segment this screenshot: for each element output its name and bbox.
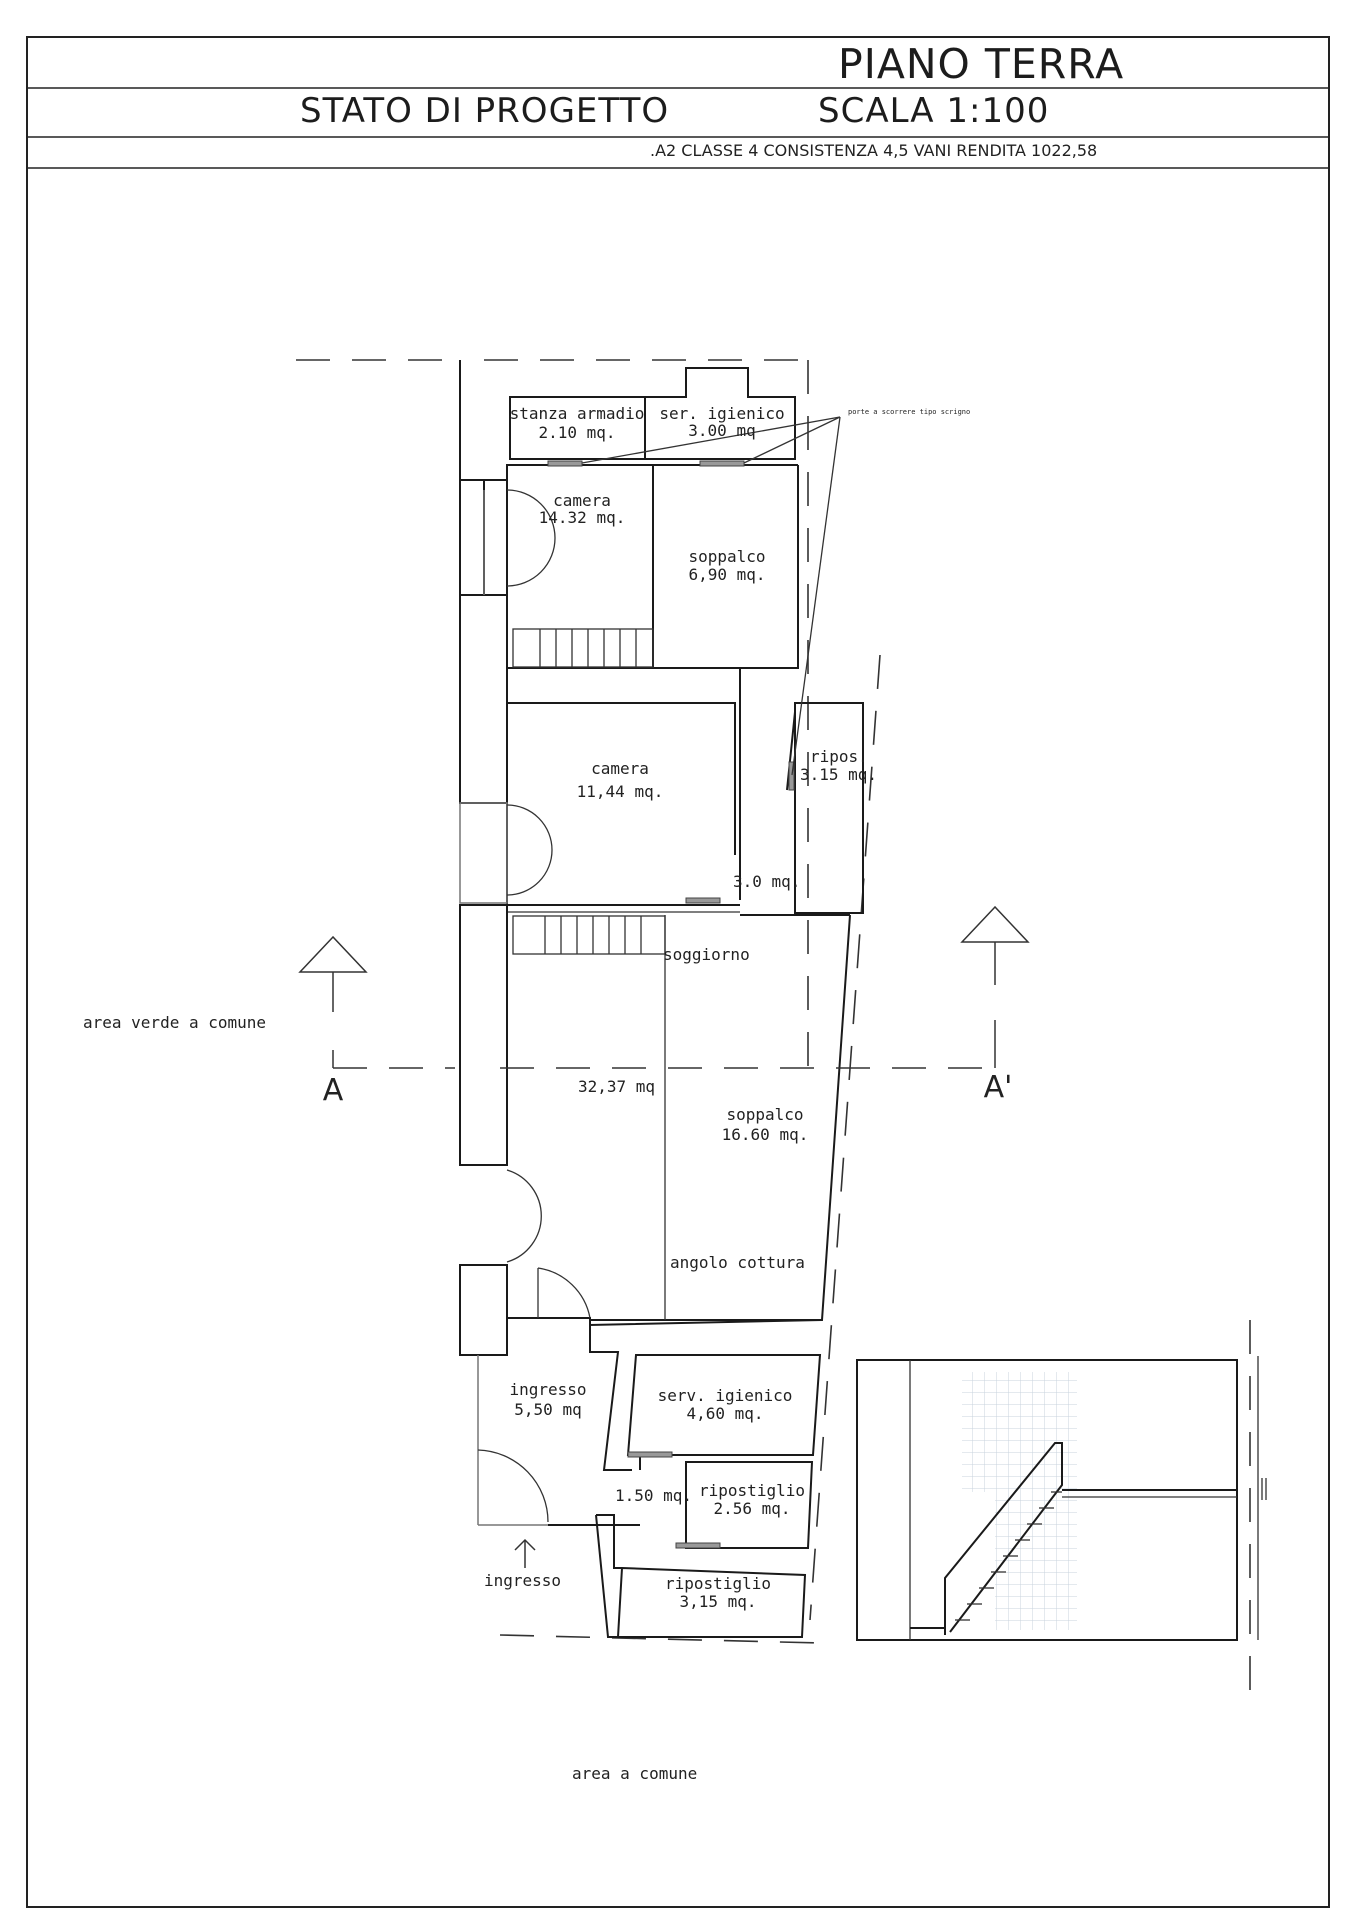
room-name: serv. igienico [658,1386,793,1405]
room-name: ser. igienico [659,404,784,423]
room-name: angolo cottura [670,1253,805,1272]
room-name: soppalco [726,1105,803,1124]
room-area: 2.56 mq. [713,1499,790,1518]
room-name: camera [591,759,649,778]
floor-title: PIANO TERRA [838,40,1125,88]
room-area: 16.60 mq. [722,1125,809,1144]
entrance-arrow-icon [514,1538,536,1568]
room-ser-igienico: ser. igienico 3.00 mq [659,404,784,440]
room-area: 32,37 mq [578,1077,655,1096]
status-title: STATO DI PROGETTO [300,91,670,131]
room-soppalco-1: soppalco 6,90 mq. [688,547,765,584]
walls [459,360,864,1638]
room-name: ripostiglio [665,1574,771,1593]
room-area: 2.10 mq. [538,423,615,442]
room-area: 3.0 mq. [733,872,800,891]
room-soggiorno: soggiorno 32,37 mq [578,945,750,1096]
sliding-doors [547,460,795,1549]
entrance-label: ingresso [484,1571,561,1590]
title-block-frame [26,36,1330,1908]
room-ripos: ripos. 3.15 mq. [800,747,877,784]
room-name: ripostiglio [699,1481,805,1500]
room-corridoio: 1.50 mq. [615,1486,692,1505]
room-camera-1: camera 14.32 mq. [539,491,626,527]
section-label-a-prime: A' [984,1070,1013,1105]
room-area: 6,90 mq. [688,565,765,584]
room-name: soggiorno [663,945,750,964]
area-comune-label: area a comune [572,1764,697,1783]
room-area: 11,44 mq. [577,782,664,801]
property-boundary [296,359,1251,1700]
section-label-a: A [323,1073,344,1108]
stairs-upper [512,628,654,668]
room-name: ingresso [509,1380,586,1399]
room-name: camera [553,491,611,510]
room-area: 14.32 mq. [539,508,626,527]
room-area: 4,60 mq. [686,1404,763,1423]
scale-title: SCALA 1:100 [818,91,1050,131]
room-soppalco-2: soppalco 16.60 mq. [722,1105,809,1144]
area-verde-label: area verde a comune [83,1013,266,1032]
room-disimpegno: 3.0 mq. [733,872,800,891]
room-area: 3.15 mq. [800,765,877,784]
stair-section-detail [856,1356,1267,1641]
cadastral-info: .A2 CLASSE 4 CONSISTENZA 4,5 VANI RENDIT… [650,141,1098,160]
room-angolo-cottura: angolo cottura [670,1253,805,1272]
stairs-lower [512,915,666,955]
room-camera-2: camera 11,44 mq. [577,759,664,801]
room-area: 1.50 mq. [615,1486,692,1505]
room-area: 3,15 mq. [679,1592,756,1611]
room-ingresso: ingresso 5,50 mq [509,1380,586,1419]
room-area: 5,50 mq [514,1400,581,1419]
room-name: ripos. [810,747,868,766]
room-stanza-armadio: stanza armadio 2.10 mq. [510,404,645,442]
room-ripostiglio-2: ripostiglio 3,15 mq. [665,1574,771,1611]
section-line [298,905,1030,1069]
room-name: soppalco [688,547,765,566]
room-name: stanza armadio [510,404,645,423]
doors [477,489,591,1523]
annotation-leaders [581,416,841,776]
sliding-doors-note: porte a scorrere tipo scrigno [848,408,970,416]
room-area: 3.00 mq [688,421,755,440]
room-serv-igienico: serv. igienico 4,60 mq. [658,1386,793,1423]
room-ripostiglio-1: ripostiglio 2.56 mq. [699,1481,805,1518]
